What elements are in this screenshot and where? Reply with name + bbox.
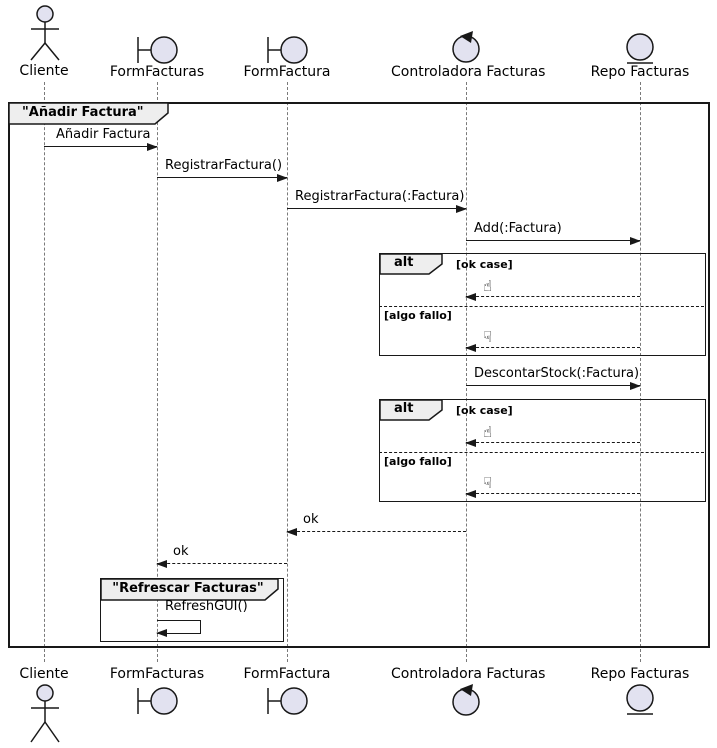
self-message-refreshgui: [156, 620, 201, 637]
entity-icon: [626, 33, 654, 64]
control-icon: [452, 684, 480, 716]
alt2-guard-ok: [ok case]: [456, 404, 513, 417]
arrowhead-right: [456, 204, 467, 213]
message-label-add: Add(:Factura): [474, 221, 562, 236]
frame-anadir-title: "Añadir Factura": [22, 105, 144, 120]
participant-label-formfactura-bottom: FormFactura: [243, 666, 331, 682]
frame-refrescar-title: "Refrescar Facturas": [112, 581, 264, 596]
message-arrow-add: [466, 236, 641, 245]
message-arrow-registrar: [157, 173, 288, 182]
arrowhead-left: [465, 343, 476, 352]
message-arrow-anadir: [44, 142, 158, 151]
participant-label-cliente-bottom: Cliente: [19, 666, 69, 682]
alt1-operator: alt: [394, 255, 414, 270]
actor-icon: [30, 5, 60, 61]
arrowhead-right: [147, 142, 158, 151]
thumbs-up-icon: ☝: [483, 423, 493, 441]
boundary-icon: [267, 687, 308, 715]
alt2-divider: [379, 452, 704, 453]
participant-label-formfacturas-top: FormFacturas: [109, 64, 205, 80]
message-label-ok-2: ok: [173, 544, 189, 559]
boundary-icon: [137, 36, 178, 64]
message-arrow-registrar-arg: [287, 204, 467, 213]
alt2-return-ok-arrow: [465, 438, 640, 447]
alt2-return-fail-arrow: [465, 489, 640, 498]
frame-anadir-tab: [8, 102, 169, 125]
arrowhead-left: [465, 438, 476, 447]
frame-anadir-factura: [8, 102, 710, 648]
message-label-registrar: RegistrarFactura(): [165, 158, 283, 173]
entity-icon: [626, 684, 654, 715]
message-label-ok-1: ok: [303, 512, 319, 527]
alt2-guard-fail: [algo fallo]: [384, 455, 452, 468]
participant-label-controladora-bottom: Controladora Facturas: [391, 666, 546, 682]
message-arrow-ok-1: [286, 527, 466, 536]
participant-label-cliente-top: Cliente: [19, 63, 69, 79]
arrowhead-left: [465, 292, 476, 301]
alt1-divider: [379, 306, 704, 307]
frame-refrescar-tab: [100, 578, 279, 601]
lifeline-controladora: [466, 82, 467, 662]
participant-label-repo-top: Repo Facturas: [590, 64, 690, 80]
arrowhead-right: [630, 236, 641, 245]
arrowhead-right: [630, 381, 641, 390]
arrowhead-right: [277, 173, 288, 182]
alt1-tab: [379, 253, 443, 275]
message-label-descontar: DescontarStock(:Factura): [474, 366, 640, 381]
alt1-guard-ok: [ok case]: [456, 258, 513, 271]
lifeline-repo: [640, 82, 641, 662]
boundary-icon: [137, 687, 178, 715]
participant-label-formfactura-top: FormFactura: [243, 64, 331, 80]
actor-icon: [30, 684, 60, 743]
lifeline-cliente: [44, 82, 45, 662]
alt1-return-ok-arrow: [465, 292, 640, 301]
arrowhead-left: [156, 629, 167, 637]
alt-fragment-2: [379, 399, 706, 502]
message-arrow-ok-2: [156, 559, 287, 568]
thumbs-up-icon: ☝: [483, 277, 493, 295]
control-icon: [452, 31, 480, 63]
message-label-refreshgui: RefreshGUI(): [165, 599, 248, 614]
alt2-operator: alt: [394, 401, 414, 416]
arrowhead-left: [465, 489, 476, 498]
message-label-registrar-arg: RegistrarFactura(:Factura): [295, 189, 465, 204]
message-label-anadir: Añadir Factura: [56, 127, 151, 142]
participant-label-repo-bottom: Repo Facturas: [590, 666, 690, 682]
lifeline-formfacturas: [157, 82, 158, 662]
message-arrow-descontar: [466, 381, 641, 390]
participant-label-formfacturas-bottom: FormFacturas: [109, 666, 205, 682]
lifeline-formfactura: [287, 82, 288, 662]
alt1-guard-fail: [algo fallo]: [384, 309, 452, 322]
participant-label-controladora-top: Controladora Facturas: [391, 64, 546, 80]
alt2-tab: [379, 399, 443, 421]
arrowhead-left: [286, 527, 297, 536]
thumbs-down-icon: ☟: [483, 328, 493, 346]
boundary-icon: [267, 36, 308, 64]
arrowhead-left: [156, 559, 167, 568]
alt-fragment-1: [379, 253, 706, 356]
alt1-return-fail-arrow: [465, 343, 640, 352]
thumbs-down-icon: ☟: [483, 474, 493, 492]
